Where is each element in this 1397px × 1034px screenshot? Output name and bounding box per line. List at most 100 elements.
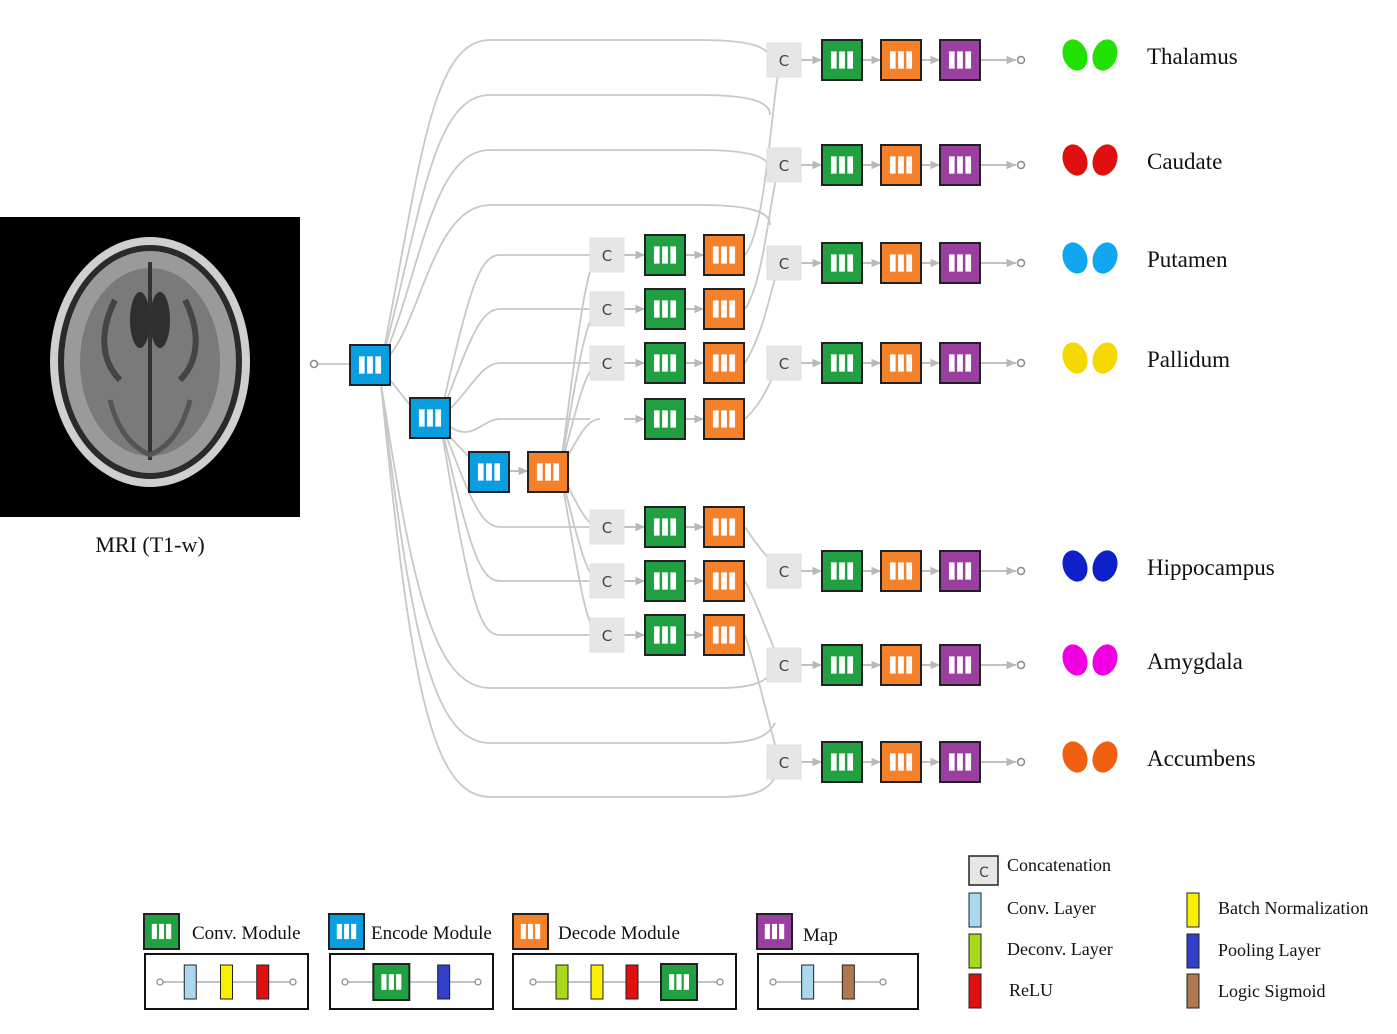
output-terminal xyxy=(1016,358,1026,368)
legend-decode-module-label: Decode Module xyxy=(558,923,680,944)
encode-module xyxy=(468,451,510,493)
decode-module xyxy=(703,234,745,276)
legend: Conv. Module Encode Module Decode Module… xyxy=(143,855,1368,1010)
edge xyxy=(744,59,781,256)
conv-module xyxy=(644,506,686,548)
legend-batch-norm-label: Batch Normalization xyxy=(1218,898,1368,918)
legend-logic-sigmoid: Logic Sigmoid xyxy=(1186,973,1326,1009)
conv-module xyxy=(821,342,863,384)
structure-label: Amygdala xyxy=(1147,649,1243,674)
layer-bar xyxy=(801,964,815,1000)
concat-node: C xyxy=(766,147,802,183)
layer-bar xyxy=(437,964,451,1000)
conv-module xyxy=(821,144,863,186)
concat-symbol: C xyxy=(602,355,612,373)
concat-symbol: C xyxy=(602,301,612,319)
edge xyxy=(439,308,590,419)
map-module xyxy=(939,144,981,186)
concat-node: C xyxy=(766,744,802,780)
concat-symbol: C xyxy=(779,657,789,675)
legend-map-label: Map xyxy=(803,925,838,946)
edge xyxy=(448,435,471,459)
decode-module xyxy=(527,451,569,493)
output-terminal xyxy=(1016,757,1026,767)
legend-pooling: Pooling Layer xyxy=(1186,933,1320,969)
concat-symbol: C xyxy=(779,157,789,175)
legend-map: Map xyxy=(756,913,919,1010)
segmentation-mask xyxy=(1062,741,1118,773)
edge xyxy=(439,419,590,582)
legend-conv-module: Conv. Module xyxy=(143,913,309,1010)
decode-module xyxy=(703,614,745,656)
structure-label: Accumbens xyxy=(1147,746,1256,771)
structure-label: Thalamus xyxy=(1147,44,1238,69)
structure-label: Hippocampus xyxy=(1147,555,1275,580)
structure-label: Pallidum xyxy=(1147,347,1230,372)
concat-node: C xyxy=(589,345,625,381)
conv-module xyxy=(644,342,686,384)
legend-encode-module-label: Encode Module xyxy=(371,923,492,944)
decode-module xyxy=(703,398,745,440)
edge xyxy=(380,383,776,744)
conv-module xyxy=(143,913,180,950)
edge xyxy=(439,419,590,528)
edge xyxy=(439,419,590,636)
concat-node: C xyxy=(766,42,802,78)
concat-node: C xyxy=(766,245,802,281)
concat-node: C xyxy=(766,345,802,381)
encode-module xyxy=(349,344,391,386)
decode-module xyxy=(880,741,922,783)
map-module xyxy=(756,913,793,950)
legend-concatenation: C Concatenation xyxy=(968,855,1111,886)
map-module xyxy=(939,644,981,686)
edge xyxy=(380,94,771,365)
concat-symbol: C xyxy=(779,563,789,581)
legend-batch-norm: Batch Normalization xyxy=(1186,892,1368,928)
concat-node: C xyxy=(589,563,625,599)
decode-module xyxy=(880,342,922,384)
decode-module xyxy=(880,39,922,81)
map-module xyxy=(939,39,981,81)
edge xyxy=(439,254,590,419)
legend-deconv-layer: Deconv. Layer xyxy=(968,933,1113,969)
structure-label: Putamen xyxy=(1147,247,1228,272)
segmentation-mask xyxy=(1062,39,1118,71)
segmentation-mask xyxy=(1062,644,1118,676)
layer-bar xyxy=(841,964,855,1000)
legend-decode-module: Decode Module xyxy=(512,913,737,1010)
structure-label: Caudate xyxy=(1147,149,1222,174)
decode-module xyxy=(512,913,549,950)
encode-module xyxy=(328,913,365,950)
concat-node: C xyxy=(766,553,802,589)
input-terminal xyxy=(309,359,319,369)
conv-module xyxy=(821,644,863,686)
segmentation-mask xyxy=(1062,550,1118,582)
edge xyxy=(380,39,771,365)
concat-symbol: C xyxy=(779,255,789,273)
output-terminal xyxy=(1016,566,1026,576)
conv-module xyxy=(644,288,686,330)
mri-caption: MRI (T1-w) xyxy=(95,532,204,557)
concat-node: C xyxy=(589,237,625,273)
legend-conv-module-label: Conv. Module xyxy=(192,923,301,944)
concat-symbol: C xyxy=(602,247,612,265)
edge xyxy=(380,149,771,365)
conv-module xyxy=(644,614,686,656)
legend-conv-layer-label: Conv. Layer xyxy=(1007,898,1096,918)
segmentation-mask xyxy=(1062,242,1118,274)
concat-symbol: C xyxy=(602,573,612,591)
output-terminal xyxy=(1016,160,1026,170)
legend-logic-sigmoid-label: Logic Sigmoid xyxy=(1218,981,1326,1001)
map-module xyxy=(939,242,981,284)
conv-module xyxy=(660,963,698,1001)
concat-symbol: C xyxy=(779,355,789,373)
concat-node: C xyxy=(589,291,625,327)
edge xyxy=(744,164,781,310)
encode-module xyxy=(409,397,451,439)
conv-module xyxy=(644,560,686,602)
conv-module xyxy=(821,550,863,592)
concat-symbol: C xyxy=(602,627,612,645)
legend-relu: ReLU xyxy=(968,973,1053,1009)
layer-bar xyxy=(183,964,197,1000)
